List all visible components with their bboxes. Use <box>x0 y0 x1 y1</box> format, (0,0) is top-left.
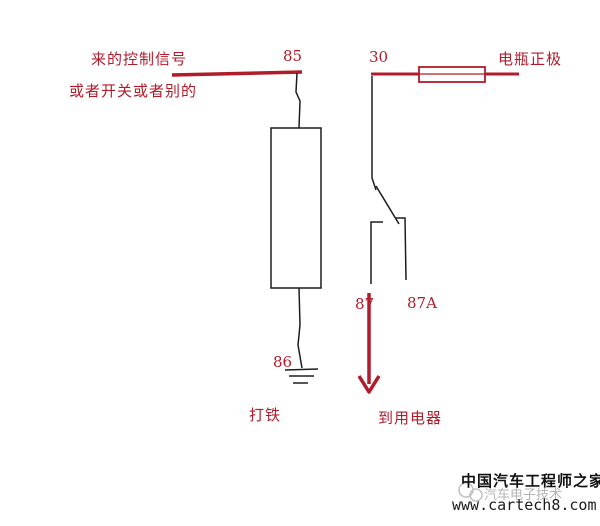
output-arrow-icon <box>357 375 381 394</box>
battery-label: 电瓶正极 <box>498 50 563 68</box>
signal-label-line2: 或者开关或者别的 <box>69 82 198 100</box>
coil-top-lead <box>295 72 301 129</box>
wechat-logo-icon <box>458 482 483 502</box>
coil-bottom-lead <box>297 287 303 369</box>
control-signal-wire <box>171 70 303 77</box>
watermark-site: www.cartech8.com <box>452 496 597 514</box>
pin-87a-label: 87A <box>407 294 437 312</box>
contact-87 <box>370 221 383 284</box>
pin30-lead <box>371 76 377 191</box>
contact-87a <box>396 217 407 281</box>
pin-30-label: 30 <box>369 48 389 66</box>
ground-label: 打铁 <box>249 406 282 424</box>
pin-86-label: 86 <box>273 353 293 371</box>
to-load-label: 到用电器 <box>378 409 443 427</box>
watermark-account: 汽车电子技术 <box>484 488 563 503</box>
signal-label-line1: 来的控制信号 <box>91 50 188 68</box>
pin-87-label: 87 <box>355 295 375 313</box>
switch-blade <box>375 185 400 225</box>
watermark-brand: 中国汽车工程师之家 <box>461 472 600 490</box>
ground-icon <box>284 368 319 384</box>
relay-coil <box>270 127 322 289</box>
pin-85-label: 85 <box>283 47 303 65</box>
